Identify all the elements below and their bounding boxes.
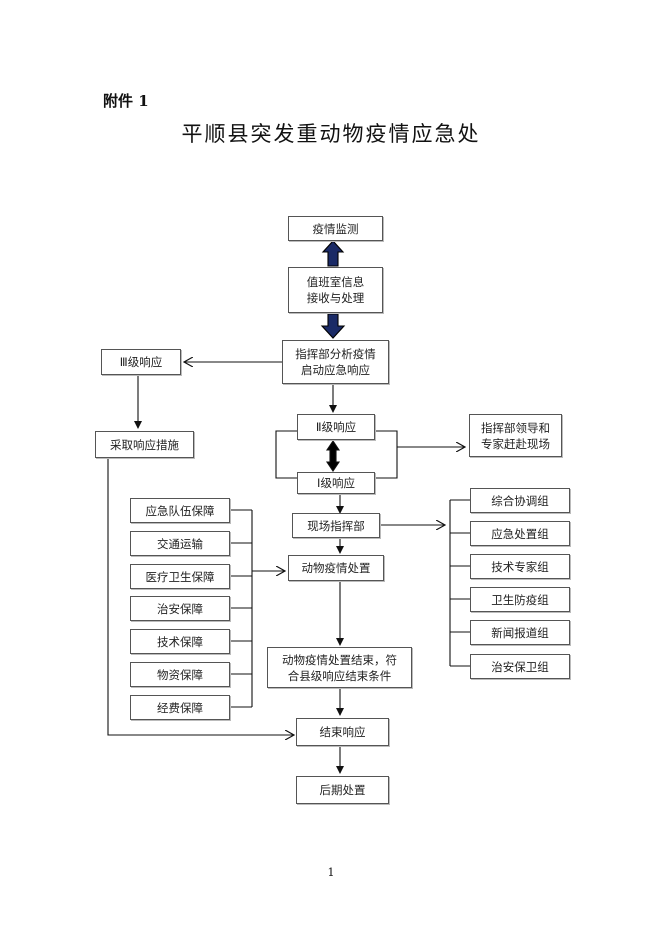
box-level3: Ⅲ级响应 (101, 349, 181, 375)
box-level2: Ⅱ级响应 (297, 414, 375, 440)
box-command-analysis: 指挥部分析疫情 启动应急响应 (282, 340, 389, 384)
box-guarantee-tech: 技术保障 (130, 629, 230, 654)
heavy-arrow-up (321, 240, 345, 267)
box-leaders-experts: 指挥部领导和 专家赶赴现场 (469, 414, 562, 457)
double-arrow (325, 440, 341, 472)
box-group-coordination: 综合协调组 (470, 488, 570, 513)
box-guarantee-transport: 交通运输 (130, 531, 230, 556)
box-aftermath: 后期处置 (296, 776, 389, 804)
box-group-news: 新闻报道组 (470, 620, 570, 645)
page-number: 1 (327, 866, 335, 879)
box-group-epidemic: 卫生防疫组 (470, 587, 570, 612)
box-monitoring: 疫情监测 (288, 216, 383, 241)
box-end-response: 结束响应 (296, 718, 389, 746)
annex-label: 附件 1 (103, 92, 149, 110)
box-guarantee-materials: 物资保障 (130, 662, 230, 687)
box-group-emergency: 应急处置组 (470, 521, 570, 546)
box-field-command: 现场指挥部 (292, 513, 380, 538)
box-guarantee-medical: 医疗卫生保障 (130, 564, 230, 589)
box-group-security: 治安保卫组 (470, 654, 570, 679)
box-guarantee-funds: 经费保障 (130, 695, 230, 720)
heavy-arrow-down (320, 313, 346, 339)
box-duty-room: 值班室信息 接收与处理 (288, 267, 383, 313)
box-group-experts: 技术专家组 (470, 554, 570, 579)
box-guarantee-team: 应急队伍保障 (130, 498, 230, 523)
box-take-measures: 采取响应措施 (95, 431, 194, 458)
box-level1: Ⅰ级响应 (297, 472, 375, 494)
box-guarantee-security: 治安保障 (130, 596, 230, 621)
box-disposal-end: 动物疫情处置结束，符 合县级响应结束条件 (267, 647, 412, 688)
page-title: 平顺县突发重动物疫情应急处 (181, 122, 481, 146)
box-disposal: 动物疫情处置 (288, 555, 384, 581)
